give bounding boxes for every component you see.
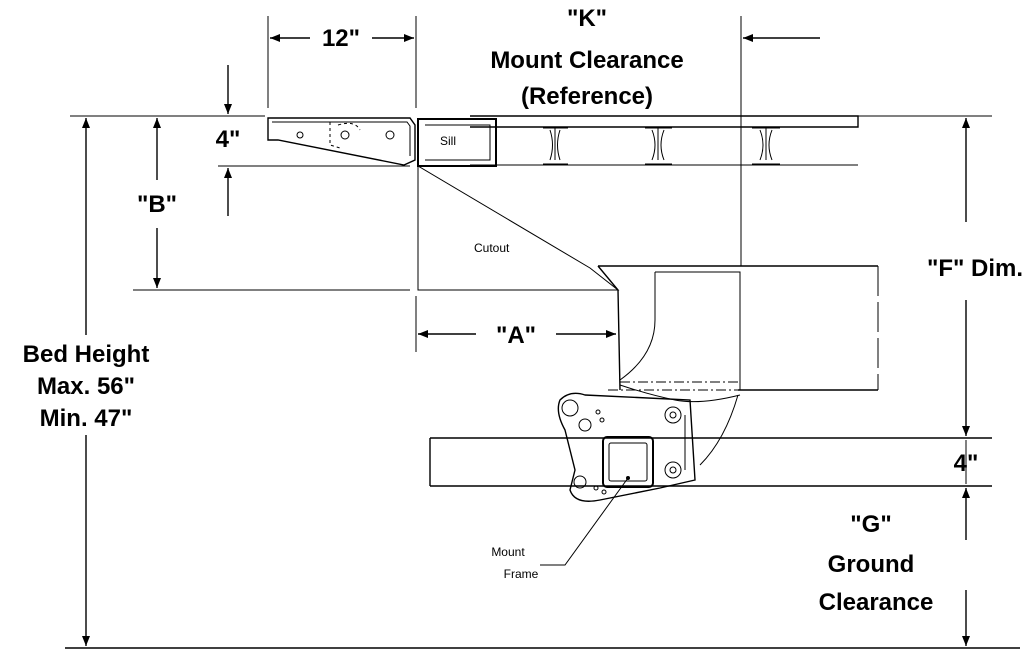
i-beam	[543, 127, 568, 165]
bed-min-label: Min. 47"	[40, 405, 133, 432]
dim-bed-height	[70, 115, 218, 646]
g-clearance-label: Clearance	[819, 589, 934, 616]
dim-12-label: 12"	[322, 25, 360, 52]
bolt-icon	[664, 461, 682, 479]
dim-a	[415, 296, 616, 352]
a-label: "A"	[496, 322, 536, 349]
frame-height-label: 4"	[954, 450, 979, 477]
dim-b	[133, 118, 410, 291]
i-beam	[752, 127, 780, 165]
dim-f	[858, 115, 992, 436]
g-ground-label: Ground	[828, 551, 915, 578]
cutout-area	[417, 165, 620, 291]
k-reference-label: (Reference)	[521, 83, 653, 110]
frame-label: Frame	[504, 567, 539, 581]
mount-rail	[429, 437, 992, 487]
bed-height-label: Bed Height	[23, 341, 150, 368]
k-label: "K"	[567, 5, 607, 32]
i-beam	[645, 127, 672, 165]
bolt-icon	[664, 406, 682, 424]
sill	[417, 118, 497, 167]
body-bed	[470, 115, 859, 166]
mount-label: Mount	[491, 545, 525, 559]
cutout-label: Cutout	[474, 241, 510, 255]
mount-frame-leader	[540, 477, 629, 566]
bed-max-label: Max. 56"	[37, 373, 135, 400]
vehicle-frame	[597, 265, 879, 391]
k-mount-clearance-label: Mount Clearance	[490, 47, 683, 74]
hitch-bracket	[267, 117, 416, 166]
f-dim-label: "F" Dim.	[927, 255, 1023, 282]
sill-label: Sill	[440, 134, 456, 148]
b-label: "B"	[137, 191, 177, 218]
dim-12	[267, 16, 417, 108]
mount-bracket	[557, 384, 741, 502]
dim-k	[740, 16, 820, 266]
sill-height-label: 4"	[216, 126, 241, 153]
dim-4-top	[218, 65, 410, 216]
g-label: "G"	[850, 511, 891, 538]
